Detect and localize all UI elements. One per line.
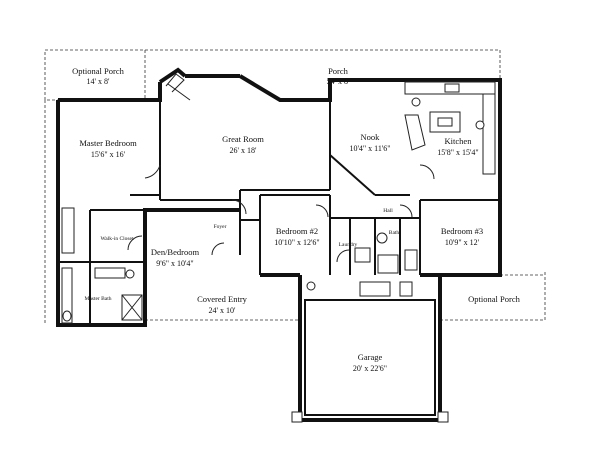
porch-name: Porch [328, 66, 349, 76]
kitchen-dims: 15'8" x 15'4" [437, 148, 478, 157]
garage-walls [291, 273, 449, 423]
den-bedroom-dims: 9'6" x 10'4" [156, 259, 193, 268]
covered-entry-name: Covered Entry [197, 294, 248, 304]
covered-entry-dims: 24' x 10' [209, 306, 236, 315]
exterior-walls [56, 67, 502, 327]
foyer-name: Foyer [214, 224, 227, 230]
garage-name: Garage [358, 352, 383, 362]
laundry-name: Laundry [339, 242, 358, 248]
bedroom2-name: Bedroom #2 [276, 226, 318, 236]
nook-name: Nook [361, 132, 381, 142]
master-bath-name: Master Bath [84, 296, 111, 302]
great-room-name: Great Room [222, 134, 264, 144]
nook-dims: 10'4" x 11'6" [349, 144, 390, 153]
optional-porch-left-dims: 14' x 8' [87, 77, 110, 86]
interior-walls [58, 100, 500, 325]
bedroom2-dims: 10'10" x 12'6" [274, 238, 319, 247]
bedroom3-name: Bedroom #3 [441, 226, 483, 236]
porch-dims: 54' x 8' [327, 77, 350, 86]
bath-fixtures [61, 207, 418, 324]
great-room-dims: 26' x 18' [230, 146, 257, 155]
den-bedroom-name: Den/Bedroom [151, 247, 200, 257]
doors [127, 164, 435, 263]
optional-porch-right-name: Optional Porch [468, 294, 520, 304]
garage-dims: 20' x 22'6" [353, 364, 387, 373]
kitchen-fixtures [404, 81, 496, 175]
bay-window [165, 73, 191, 101]
bath-name: Bath [389, 230, 400, 236]
kitchen-name: Kitchen [445, 136, 473, 146]
walk-in-closet-name: Walk-in Closet [100, 236, 133, 242]
hall-name: Hall [383, 208, 393, 214]
bedroom3-dims: 10'9" x 12' [445, 238, 480, 247]
optional-porch-left-name: Optional Porch [72, 66, 124, 76]
master-bedroom-dims: 15'6" x 16' [91, 150, 126, 159]
master-bedroom-name: Master Bedroom [79, 138, 137, 148]
